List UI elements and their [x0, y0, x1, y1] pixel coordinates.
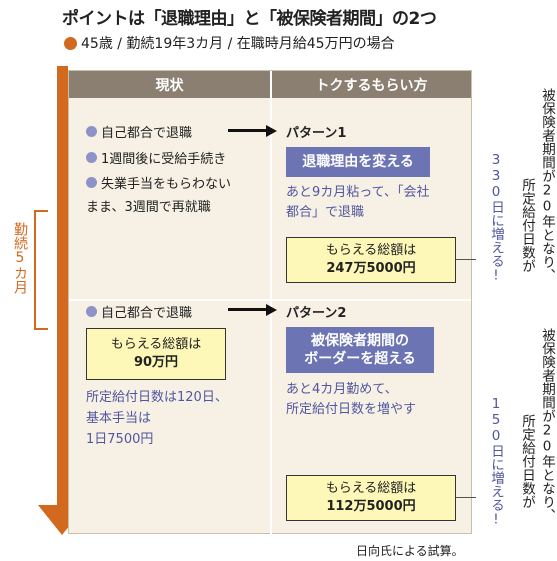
- current-top-bullet-3: 失業手当をもらわない: [86, 173, 231, 192]
- side-note-2-col-1: 被保険者期間が20年となり、: [539, 328, 555, 522]
- amount-value: 112万5000円: [326, 499, 416, 514]
- arrow-2-line: [228, 308, 268, 311]
- arrow-right-icon: [266, 304, 277, 316]
- amount-label: もらえる総額は: [325, 481, 417, 496]
- current-note: 所定給付日数は120日、 基本手当は 1日7500円: [86, 387, 228, 450]
- amount-label: もらえる総額は: [110, 337, 202, 352]
- amount-value: 90万円: [133, 355, 179, 370]
- pattern-1-desc-line-2: 都合」で退職: [286, 205, 365, 220]
- current-note-line-2: 基本手当は: [86, 411, 152, 426]
- row-divider: [69, 299, 471, 301]
- pattern-2-amount-box: もらえる総額は 112万5000円: [286, 475, 456, 521]
- current-top-bullet-2: 1週間後に受給手続き: [86, 148, 226, 167]
- tenure-bracket: [34, 210, 48, 330]
- column-divider: [270, 71, 272, 535]
- current-note-line-1: 所定給付日数は120日、: [86, 390, 228, 405]
- pattern-2-desc-line-1: あと4カ月勤めて、: [286, 382, 398, 397]
- bullet-icon: [86, 126, 97, 137]
- arrow-1-line: [228, 129, 268, 132]
- bullet-icon: [86, 306, 97, 317]
- current-note-line-3: 1日7500円: [86, 432, 154, 447]
- side-note-1-col-2: 所定給付日数が: [519, 178, 535, 273]
- pattern-2-desc: あと4カ月勤めて、 所定給付日数を増やす: [286, 380, 416, 420]
- amount-value: 247万5000円: [326, 261, 416, 276]
- side-note-2-col-2: 所定給付日数が: [519, 414, 535, 509]
- current-amount-box: もらえる総額は 90万円: [86, 328, 226, 380]
- timeline-arrow-shaft: [57, 66, 68, 516]
- pattern-2-action: 被保険者期間の ボーダーを超える: [286, 327, 434, 373]
- connector-line-1: [456, 259, 476, 260]
- pattern-1-action-text: 退職理由を変える: [302, 154, 414, 170]
- connector-line-2: [456, 497, 476, 498]
- header-better: トクするもらい方: [272, 71, 471, 98]
- pattern-1-amount-box: もらえる総額は 247万5000円: [286, 237, 456, 283]
- pattern-2-title: パターン2: [286, 306, 347, 321]
- footer-note: 日向氏による試算。: [356, 544, 464, 558]
- bullet-text: 1週間後に受給手続き: [101, 152, 227, 167]
- current-top-bullet-1: 自己都合で退職: [86, 122, 192, 141]
- current-top-bullet-3-cont: まま、3週間で再就職: [86, 200, 211, 215]
- pattern-1-desc-line-1: あと9カ月粘って、「会社: [286, 185, 430, 200]
- page-title: ポイントは「退職理由」と「被保険者期間」の2つ: [62, 9, 437, 29]
- pattern-1-action: 退職理由を変える: [286, 147, 430, 177]
- subtitle-text: 45歳 / 勤続19年3カ月 / 在職時月給45万円の場合: [81, 36, 395, 52]
- bullet-text: 自己都合で退職: [101, 126, 193, 141]
- side-note-1-col-1: 被保険者期間が20年となり、: [539, 88, 555, 282]
- side-note-1-col-3: 330日に増える!: [488, 152, 504, 284]
- bullet-text: 失業手当をもらわない: [101, 177, 232, 192]
- arrow-right-icon: [266, 125, 277, 137]
- amount-label: もらえる総額は: [325, 243, 417, 258]
- pattern-2-action-line-1: 被保険者期間の: [311, 333, 409, 349]
- bullet-text: 自己都合で退職: [101, 306, 193, 321]
- pattern-1-desc: あと9カ月粘って、「会社 都合」で退職: [286, 183, 429, 223]
- current-bottom-bullet-1: 自己都合で退職: [86, 302, 192, 321]
- pattern-2-desc-line-2: 所定給付日数を増やす: [286, 402, 417, 417]
- pattern-2-action-line-2: ボーダーを超える: [304, 351, 416, 367]
- side-note-2-col-3: 150日に増える!: [488, 396, 504, 528]
- pattern-1-title: パターン1: [286, 126, 347, 141]
- bullet-icon: [86, 177, 97, 188]
- tenure-label: 勤続5カ月: [12, 222, 28, 294]
- subtitle: 45歳 / 勤続19年3カ月 / 在職時月給45万円の場合: [64, 33, 395, 53]
- bullet-icon: [86, 152, 97, 163]
- bullet-dot-icon: [64, 36, 77, 50]
- header-current: 現状: [69, 71, 270, 98]
